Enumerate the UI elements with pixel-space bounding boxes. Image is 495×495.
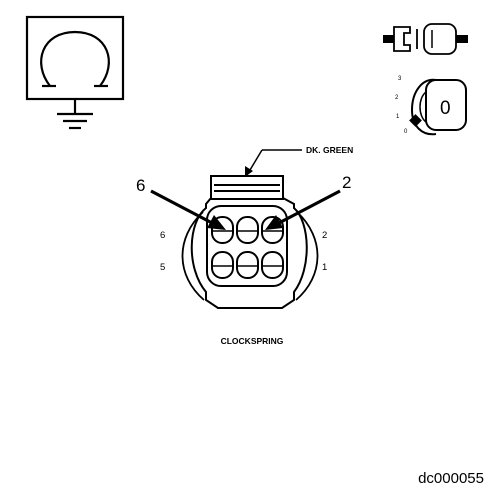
- ignition-key-value: 0: [440, 98, 451, 119]
- probe-label-right: 2: [342, 173, 351, 192]
- connector-caption: CLOCKSPRING: [221, 336, 284, 346]
- cavity-label-bottom-right: 1: [322, 262, 327, 273]
- cavity-3: [236, 251, 259, 279]
- cavity-label-top-left: 6: [160, 230, 165, 241]
- wire-leader-arrowhead: [245, 166, 253, 177]
- ohmmeter-ground-icon: [25, 15, 125, 130]
- cavity-label-top-right: 2: [322, 230, 327, 241]
- figure-code: dc000055: [418, 470, 484, 487]
- ignition-position-0: 0: [404, 129, 408, 135]
- clockspring-connector: [181, 175, 319, 309]
- probe-arrow-right: [265, 189, 341, 230]
- connector-body-outline: [181, 211, 319, 301]
- cavity-5: [211, 251, 234, 279]
- connector-body: [190, 197, 308, 309]
- connector-cavity-frame: [206, 205, 288, 287]
- connector-latch: [210, 175, 284, 200]
- probe-arrow-left: [150, 189, 226, 230]
- cavity-grid: [211, 216, 284, 279]
- wire-color-label: DK. GREEN: [306, 145, 353, 155]
- cavity-4: [236, 216, 259, 244]
- ignition-key-off-icon: 3 2 1 0 0: [395, 76, 467, 136]
- wire-leader-line-diagonal: [249, 149, 263, 171]
- cavity-label-bottom-left: 5: [160, 262, 165, 273]
- cavity-1: [261, 251, 284, 279]
- ignition-position-2: 2: [395, 95, 399, 101]
- probe-label-left: 6: [136, 176, 145, 195]
- ignition-position-1: 1: [396, 114, 400, 120]
- ignition-position-3: 3: [398, 76, 402, 82]
- disconnect-connector-icon: [383, 23, 468, 55]
